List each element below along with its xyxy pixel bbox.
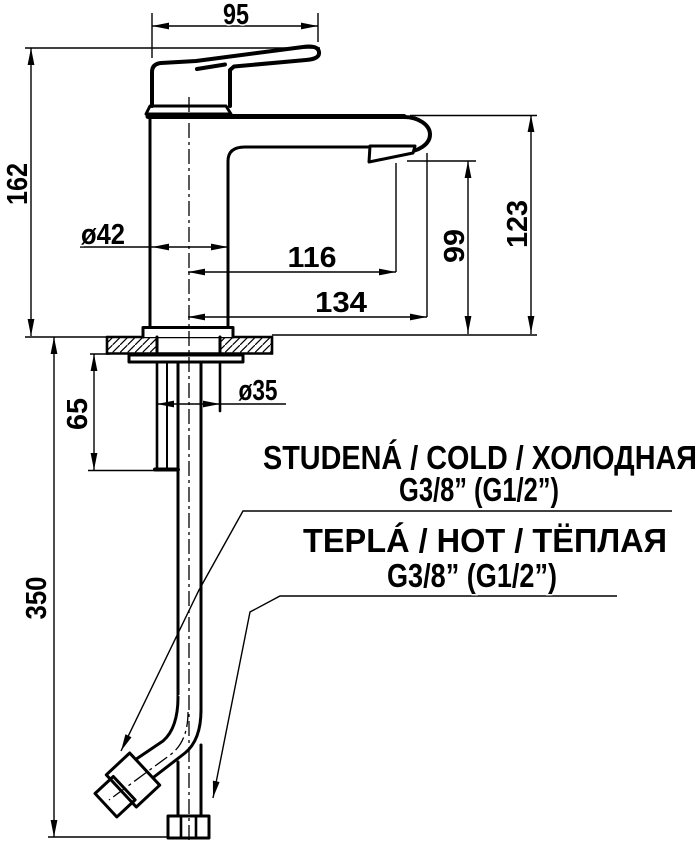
dimension-texts: 95 162 ø42 116 134 99 123 ø35 65 350 <box>1 0 536 621</box>
bent-hose-centerline <box>108 711 189 801</box>
supply-hoses <box>93 360 211 840</box>
dimension-lines <box>30 25 532 837</box>
base-plate <box>141 326 235 339</box>
cold-water-label: STUDENÁ / COLD / ХОЛОДНАЯ <box>263 439 697 476</box>
handle-seam-line <box>195 62 227 71</box>
dim-shank-length: 65 <box>62 398 94 430</box>
centerlines <box>108 97 190 844</box>
dim-hose-length: 350 <box>21 577 53 620</box>
cold-thread-label: G3/8” (G1/2”) <box>399 471 559 508</box>
dim-shank-diameter: ø35 <box>239 375 278 407</box>
lever-handle <box>144 44 322 116</box>
countertop-section <box>25 334 537 355</box>
aerator-outlet <box>367 144 417 164</box>
dim-overall-reach: 134 <box>315 287 367 319</box>
dim-body-diameter: ø42 <box>81 219 125 251</box>
hot-water-label: TEPLÁ / HOT / ТЁПЛАЯ <box>303 522 667 559</box>
faucet-body-outline <box>141 114 432 339</box>
dim-spout-reach: 116 <box>288 242 337 274</box>
hot-leader-line <box>212 595 617 799</box>
mounting-washer <box>127 353 245 364</box>
dim-handle-length: 95 <box>223 0 249 31</box>
mounting-shank <box>127 335 245 472</box>
hot-thread-label: G3/8” (G1/2”) <box>387 557 557 594</box>
supply-labels: STUDENÁ / COLD / ХОЛОДНАЯ G3/8” (G1/2”) … <box>262 438 699 596</box>
leader-lines <box>120 510 672 799</box>
dim-spout-top-height: 123 <box>502 200 534 248</box>
extension-lines <box>25 13 537 838</box>
cold-leader-line <box>120 510 672 752</box>
dimension-arrowheads <box>27 22 535 837</box>
dim-total-height: 162 <box>2 163 34 205</box>
dim-outlet-height: 99 <box>439 229 471 263</box>
